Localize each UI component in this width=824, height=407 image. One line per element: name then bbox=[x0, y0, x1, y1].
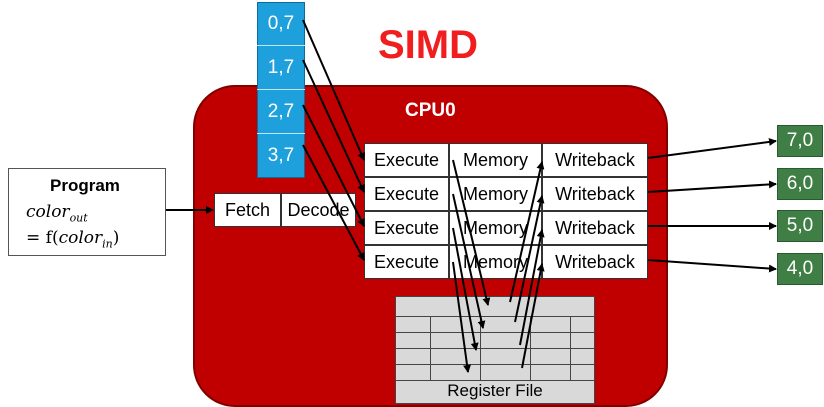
execute-stage: Execute bbox=[364, 177, 449, 211]
arrow-register-to-writeback bbox=[521, 263, 545, 369]
output-cell: 5,0 bbox=[777, 210, 823, 242]
writeback-stage: Writeback bbox=[542, 143, 648, 177]
output-cell: 6,0 bbox=[777, 168, 823, 200]
program-title: Program bbox=[50, 176, 120, 195]
arrow-memory-to-register bbox=[452, 193, 486, 329]
decode-stage: Decode bbox=[281, 193, 356, 227]
input-cell: 2,7 bbox=[257, 90, 305, 134]
memory-stage: Memory bbox=[449, 211, 542, 245]
arrow-input-to-execute bbox=[302, 19, 365, 161]
register-file-label: Register File bbox=[447, 381, 543, 400]
register-col-divider bbox=[480, 316, 481, 380]
register-row-divider bbox=[395, 348, 595, 349]
arrow-memory-to-register bbox=[452, 261, 472, 373]
cpu-label: CPU0 bbox=[405, 100, 456, 121]
arrow-register-to-writeback bbox=[514, 195, 545, 323]
arrow-register-to-writeback bbox=[519, 229, 545, 346]
arrow-writeback-to-output bbox=[647, 137, 777, 159]
input-cell: 3,7 bbox=[267, 145, 295, 166]
program-formula-output: colorout bbox=[26, 202, 88, 225]
memory-stage: Memory bbox=[449, 245, 542, 279]
arrow-input-to-execute bbox=[302, 59, 365, 193]
diagram-title: SIMD bbox=[378, 23, 478, 67]
register-col-divider bbox=[430, 316, 431, 380]
output-cell: 4,0 bbox=[777, 253, 823, 285]
program-box bbox=[8, 168, 166, 256]
fetch-stage: Fetch bbox=[214, 193, 281, 227]
arrow-input-to-execute bbox=[302, 144, 365, 261]
arrow-input-to-execute bbox=[302, 104, 365, 227]
arrow-writeback-to-output bbox=[647, 259, 777, 273]
register-col-divider bbox=[570, 316, 571, 380]
arrow-register-to-writeback bbox=[509, 161, 545, 303]
arrow-memory-to-register bbox=[452, 227, 479, 351]
memory-stage: Memory bbox=[449, 143, 542, 177]
register-row-divider bbox=[395, 316, 595, 317]
arrow-memory-to-register bbox=[452, 159, 491, 306]
writeback-stage: Writeback bbox=[542, 245, 648, 279]
writeback-stage: Writeback bbox=[542, 177, 648, 211]
input-cell: 1,7 bbox=[257, 46, 305, 90]
program-formula-function: = f(colorin) bbox=[26, 228, 120, 251]
input-column bbox=[257, 2, 305, 178]
execute-stage: Execute bbox=[364, 211, 449, 245]
register-file bbox=[395, 296, 595, 404]
register-col-divider bbox=[530, 316, 531, 380]
register-row-divider bbox=[395, 364, 595, 365]
arrow-writeback-to-output bbox=[647, 180, 777, 193]
register-row-divider bbox=[395, 332, 595, 333]
output-cell: 7,0 bbox=[777, 125, 823, 157]
register-row-divider bbox=[395, 380, 595, 381]
writeback-stage: Writeback bbox=[542, 211, 648, 245]
execute-stage: Execute bbox=[364, 245, 449, 279]
input-cell: 0,7 bbox=[257, 2, 305, 46]
